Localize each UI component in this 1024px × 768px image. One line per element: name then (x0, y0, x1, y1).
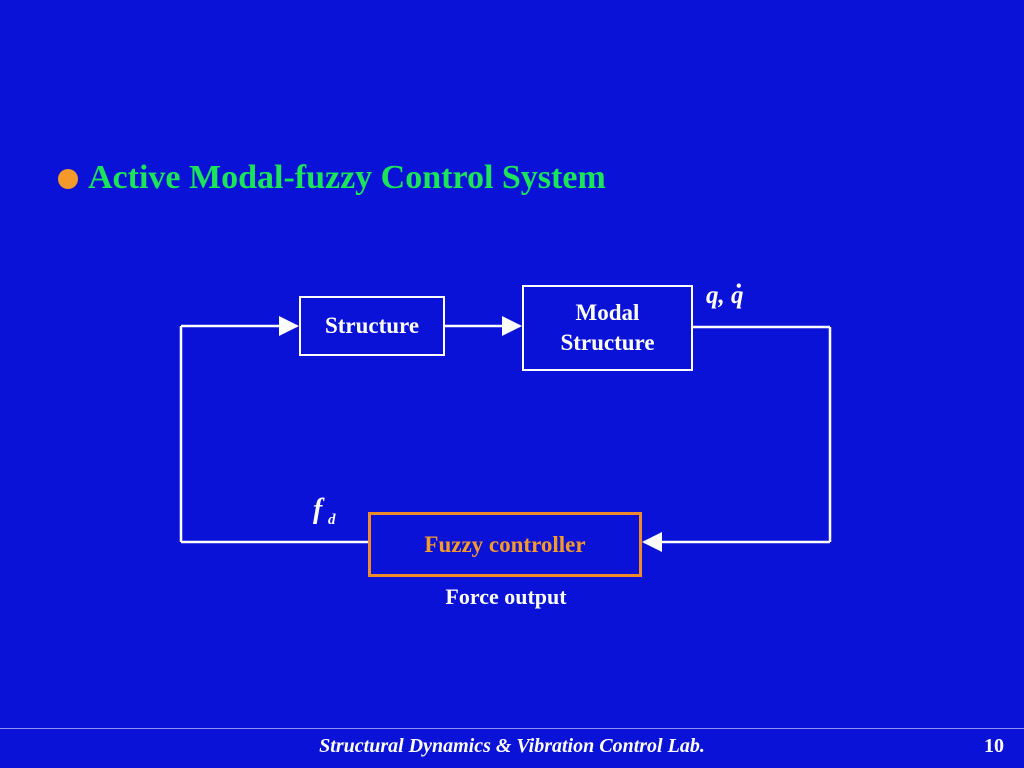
q-separator: , (718, 282, 725, 309)
orange-bullet-icon (58, 168, 78, 189)
q-symbol: q (706, 282, 719, 309)
modal-structure-line-1: Modal (575, 300, 640, 326)
footer-lab-name: Structural Dynamics & Vibration Control … (319, 735, 705, 757)
modal-output-label: q, • q (706, 279, 766, 319)
modal-structure-block: Modal Structure (522, 285, 693, 371)
structure-block: Structure (299, 296, 445, 356)
fuzzy-controller-label: Fuzzy controller (424, 531, 586, 557)
modal-structure-text: Modal Structure (560, 298, 654, 358)
f-subscript: d (328, 512, 336, 528)
modal-structure-line-2: Structure (560, 330, 655, 355)
fuzzy-controller-block: Fuzzy controller (368, 512, 642, 577)
f-symbol: f (313, 494, 323, 525)
derivative-dot-icon: • (736, 278, 742, 295)
title-row: Active Modal-fuzzy Control System (58, 154, 606, 202)
structure-label: Structure (324, 313, 420, 339)
q-dot-symbol: • q (731, 279, 744, 309)
page-number: 10 (984, 735, 1004, 757)
control-force-label: f d (313, 496, 345, 536)
footer-divider (0, 728, 1024, 729)
force-output-label: Force output (445, 584, 567, 609)
q-dot-base: q (731, 282, 744, 309)
page-title: Active Modal-fuzzy Control System (88, 159, 606, 196)
